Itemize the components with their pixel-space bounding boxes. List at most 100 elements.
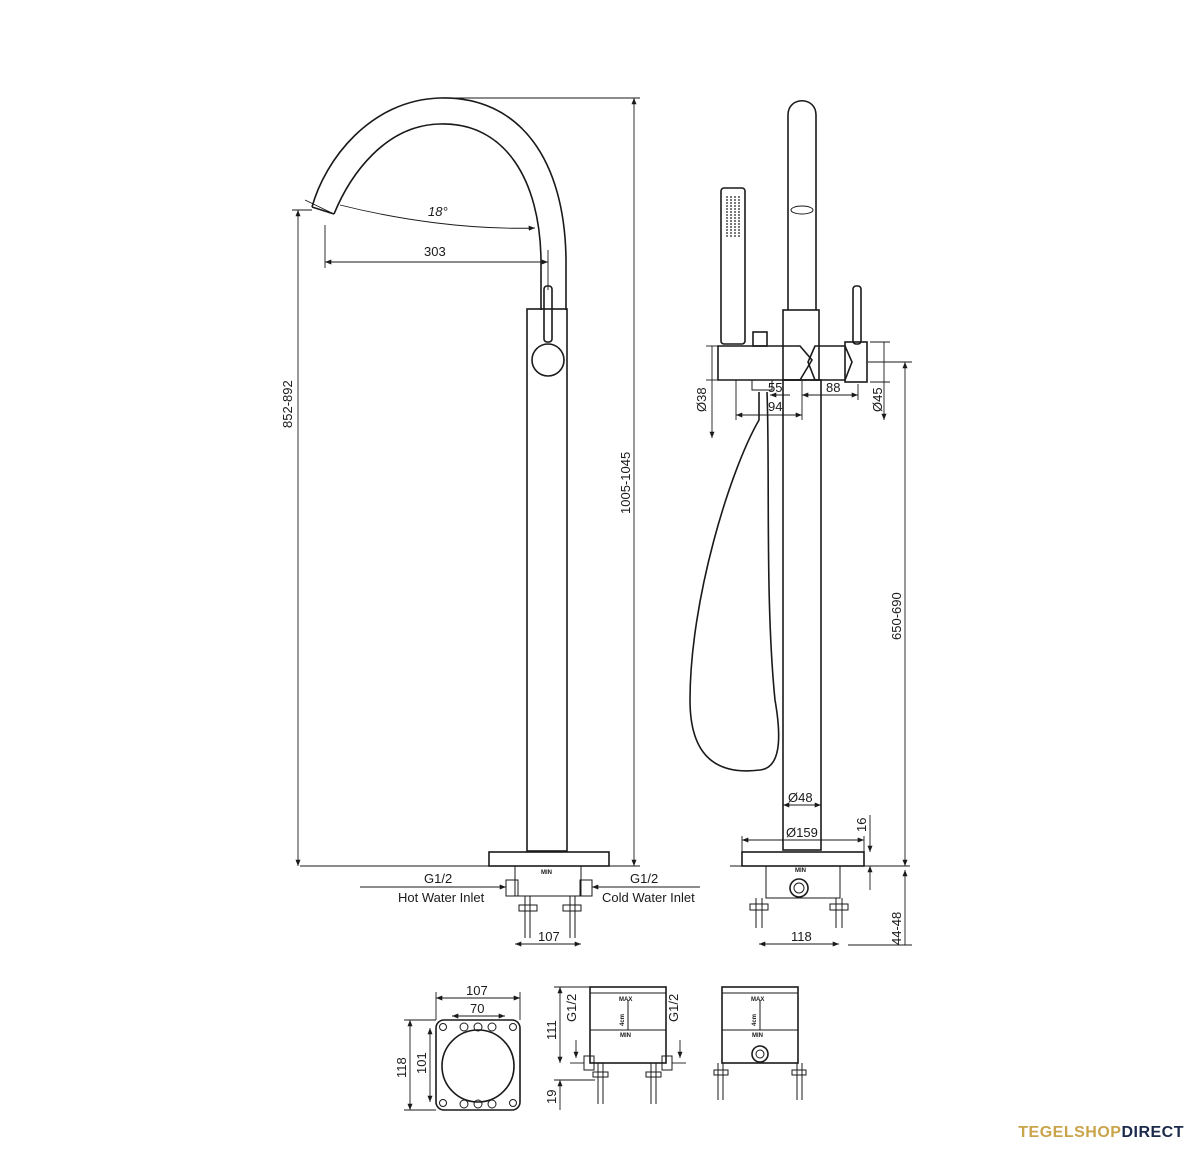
- nozzle-dot: [734, 205, 736, 207]
- nozzle-dot: [734, 223, 736, 225]
- box-19-label: 19: [544, 1090, 559, 1104]
- nozzle-dot: [730, 223, 732, 225]
- spout-height-label: 852-892: [280, 380, 295, 428]
- shower-hose: [689, 391, 780, 772]
- nozzle-dot: [738, 196, 740, 198]
- nozzle-dot: [726, 205, 728, 207]
- side-handle: [844, 341, 868, 383]
- d159-label: Ø159: [786, 825, 818, 840]
- d4448-label: 44-48: [889, 912, 904, 945]
- nozzle-dot: [734, 202, 736, 204]
- nozzle-dot: [730, 217, 732, 219]
- nozzle-dot: [738, 211, 740, 213]
- box-top-view: 107 70 118 101: [394, 983, 521, 1111]
- nozzle-dot: [738, 208, 740, 210]
- nozzle-dot: [726, 226, 728, 228]
- nozzle-dot: [730, 235, 732, 237]
- front-width-label: 107: [538, 929, 560, 944]
- nozzle-dot: [730, 205, 732, 207]
- nozzle-dot: [734, 220, 736, 222]
- hot-water-inlet-label: Hot Water Inlet: [398, 890, 485, 905]
- brand-logo: TEGELSHOPDIRECT: [1018, 1124, 1184, 1142]
- nozzle-dot: [734, 214, 736, 216]
- nozzle-dot: [726, 202, 728, 204]
- mixer-body: [717, 345, 813, 381]
- box-118-label: 118: [394, 1057, 409, 1078]
- nozzle-dot: [726, 217, 728, 219]
- d48-label: Ø48: [788, 790, 813, 805]
- d88-label: 88: [826, 380, 840, 395]
- nozzle-dot: [738, 229, 740, 231]
- nozzle-dot: [734, 208, 736, 210]
- nozzle-dot: [730, 211, 732, 213]
- d45-label: Ø45: [870, 387, 885, 412]
- box1-max-label: MAX: [619, 997, 632, 1003]
- box1-cm-label: 4cm: [620, 1014, 626, 1026]
- nozzle-dot: [734, 226, 736, 228]
- nozzle-dot: [734, 217, 736, 219]
- nozzle-dot: [726, 196, 728, 198]
- nozzle-dot: [726, 214, 728, 216]
- nozzle-dot: [738, 226, 740, 228]
- box2-max-label: MAX: [751, 997, 764, 1003]
- nozzle-dot: [734, 235, 736, 237]
- d55-label: 55: [768, 380, 782, 395]
- nozzle-dot: [726, 232, 728, 234]
- h650-label: 650-690: [889, 592, 904, 640]
- shower-nozzles: [726, 196, 740, 237]
- nozzle-dot: [730, 229, 732, 231]
- front-view: 18° 303 852-892 1005-1045 107 G1/2 Hot W…: [280, 97, 700, 947]
- front-handle-knob: [531, 343, 565, 377]
- nozzle-dot: [730, 232, 732, 234]
- nozzle-dot: [738, 217, 740, 219]
- nozzle-dot: [738, 202, 740, 204]
- brand-part-2: DIRECT: [1121, 1124, 1184, 1141]
- d38-label: Ø38: [694, 387, 709, 412]
- box-side-body: [721, 986, 799, 1064]
- cold-g-label: G1/2: [630, 871, 658, 886]
- side-lever: [852, 285, 862, 345]
- hand-shower: [720, 187, 746, 345]
- front-column: [526, 308, 568, 852]
- nozzle-dot: [734, 196, 736, 198]
- side-base-plate: [741, 851, 865, 867]
- front-min-label: MIN: [541, 870, 552, 876]
- box-101-label: 101: [414, 1052, 429, 1074]
- nozzle-dot: [730, 220, 732, 222]
- nozzle-dot: [730, 199, 732, 201]
- nozzle-dot: [726, 220, 728, 222]
- nozzle-dot: [726, 199, 728, 201]
- box2-cm-label: 4cm: [752, 1014, 758, 1026]
- nozzle-dot: [738, 199, 740, 201]
- box-111-label: 111: [544, 1020, 559, 1040]
- box2-min-label: MIN: [752, 1033, 763, 1039]
- nozzle-dot: [734, 229, 736, 231]
- d94-label: 94: [768, 399, 782, 414]
- box-g12-right-label: G1/2: [666, 994, 681, 1022]
- brand-part-1: TEGELSHOP: [1018, 1124, 1122, 1141]
- nozzle-dot: [730, 196, 732, 198]
- nozzle-dot: [730, 202, 732, 204]
- diverter-button: [752, 331, 768, 347]
- nozzle-dot: [738, 214, 740, 216]
- total-height-label: 1005-1045: [618, 452, 633, 514]
- front-base-plate: [488, 851, 610, 867]
- box-g12-left-label: G1/2: [564, 994, 579, 1022]
- cold-water-inlet-label: Cold Water Inlet: [602, 890, 695, 905]
- angle-label: 18°: [428, 204, 448, 219]
- nozzle-dot: [730, 214, 732, 216]
- box1-min-label: MIN: [620, 1033, 631, 1039]
- side-column: [782, 379, 822, 851]
- nozzle-dot: [730, 208, 732, 210]
- side-min-label: MIN: [795, 868, 806, 874]
- nozzle-dot: [734, 232, 736, 234]
- side-collar: [782, 309, 820, 381]
- nozzle-dot: [730, 226, 732, 228]
- nozzle-dot: [738, 235, 740, 237]
- spout-inner: [333, 123, 542, 310]
- hot-g-label: G1/2: [424, 871, 452, 886]
- nozzle-dot: [726, 223, 728, 225]
- front-lever: [543, 285, 553, 343]
- box-side-view: MAX MIN 4cm: [713, 986, 807, 1100]
